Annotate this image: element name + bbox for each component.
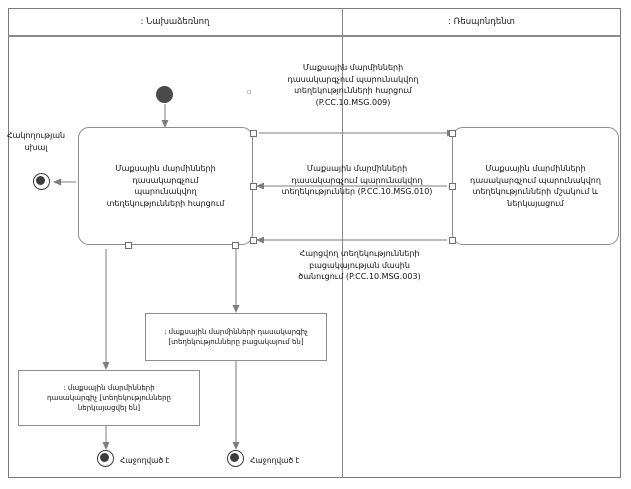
object-node-information-missing[interactable]: : մաքսային մարմինների դասակարգիչ [տեղեկո… [145, 313, 327, 361]
error-end-label: Հակողության սխալ [6, 131, 66, 152]
object-node-information-missing-label: : մաքսային մարմինների դասակարգիչ [տեղեկո… [164, 328, 308, 346]
final-node-success-right [227, 450, 244, 467]
final-node-success-left [97, 450, 114, 467]
pin-request-in-middle [250, 183, 257, 190]
activity-request-information[interactable]: Մաքսային մարմինների դասակարգչում պարունա… [78, 127, 253, 245]
message-absent-label: Հարցվող տեղեկությունների բացակայության մ… [298, 249, 421, 281]
final-node-error [33, 173, 50, 190]
pin-process-in-top [449, 130, 456, 137]
activity-request-information-label: Մաքսային մարմինների դասակարգչում պարունա… [106, 164, 225, 208]
pin-request-out-bottom-left [125, 242, 132, 249]
object-node-information-provided[interactable]: : մաքսային մարմինների դասակարգիչ [տեղեկո… [18, 370, 200, 426]
activity-process-information-label: Մաքսային մարմինների դասակարգչում պարունա… [470, 164, 601, 208]
message-request-label: Մաքսային մարմինների դասակարգչում պարունա… [287, 63, 419, 107]
pin-process-out-middle [449, 183, 456, 190]
activity-process-information[interactable]: Մաքսային մարմինների դասակարգչում պարունա… [452, 127, 619, 245]
message-response-label: Մաքսային մարմինների դասակարգչում պարունա… [281, 164, 433, 196]
lane-header-respondent: : Ռեսպոնդենտ [448, 17, 515, 27]
swimlane-header-band: : Նախաձեռնող : Ռեսպոնդենտ [8, 8, 621, 37]
pin-process-out-bottom [449, 237, 456, 244]
pin-request-out-bottom-right [232, 242, 239, 249]
lane-divider [342, 8, 343, 478]
final-node-success-right-label: Հաջողված է [250, 456, 300, 465]
initial-node [156, 86, 173, 103]
message-marker-icon: ▫ [247, 88, 252, 96]
pin-request-in-bottom [250, 237, 257, 244]
pin-request-out-top [250, 130, 257, 137]
lane-header-initiator: : Նախաձեռնող [140, 17, 210, 27]
object-node-information-provided-label: : մաքսային մարմինների դասակարգիչ [տեղեկո… [46, 384, 171, 412]
final-node-success-left-label: Հաջողված է [120, 456, 170, 465]
